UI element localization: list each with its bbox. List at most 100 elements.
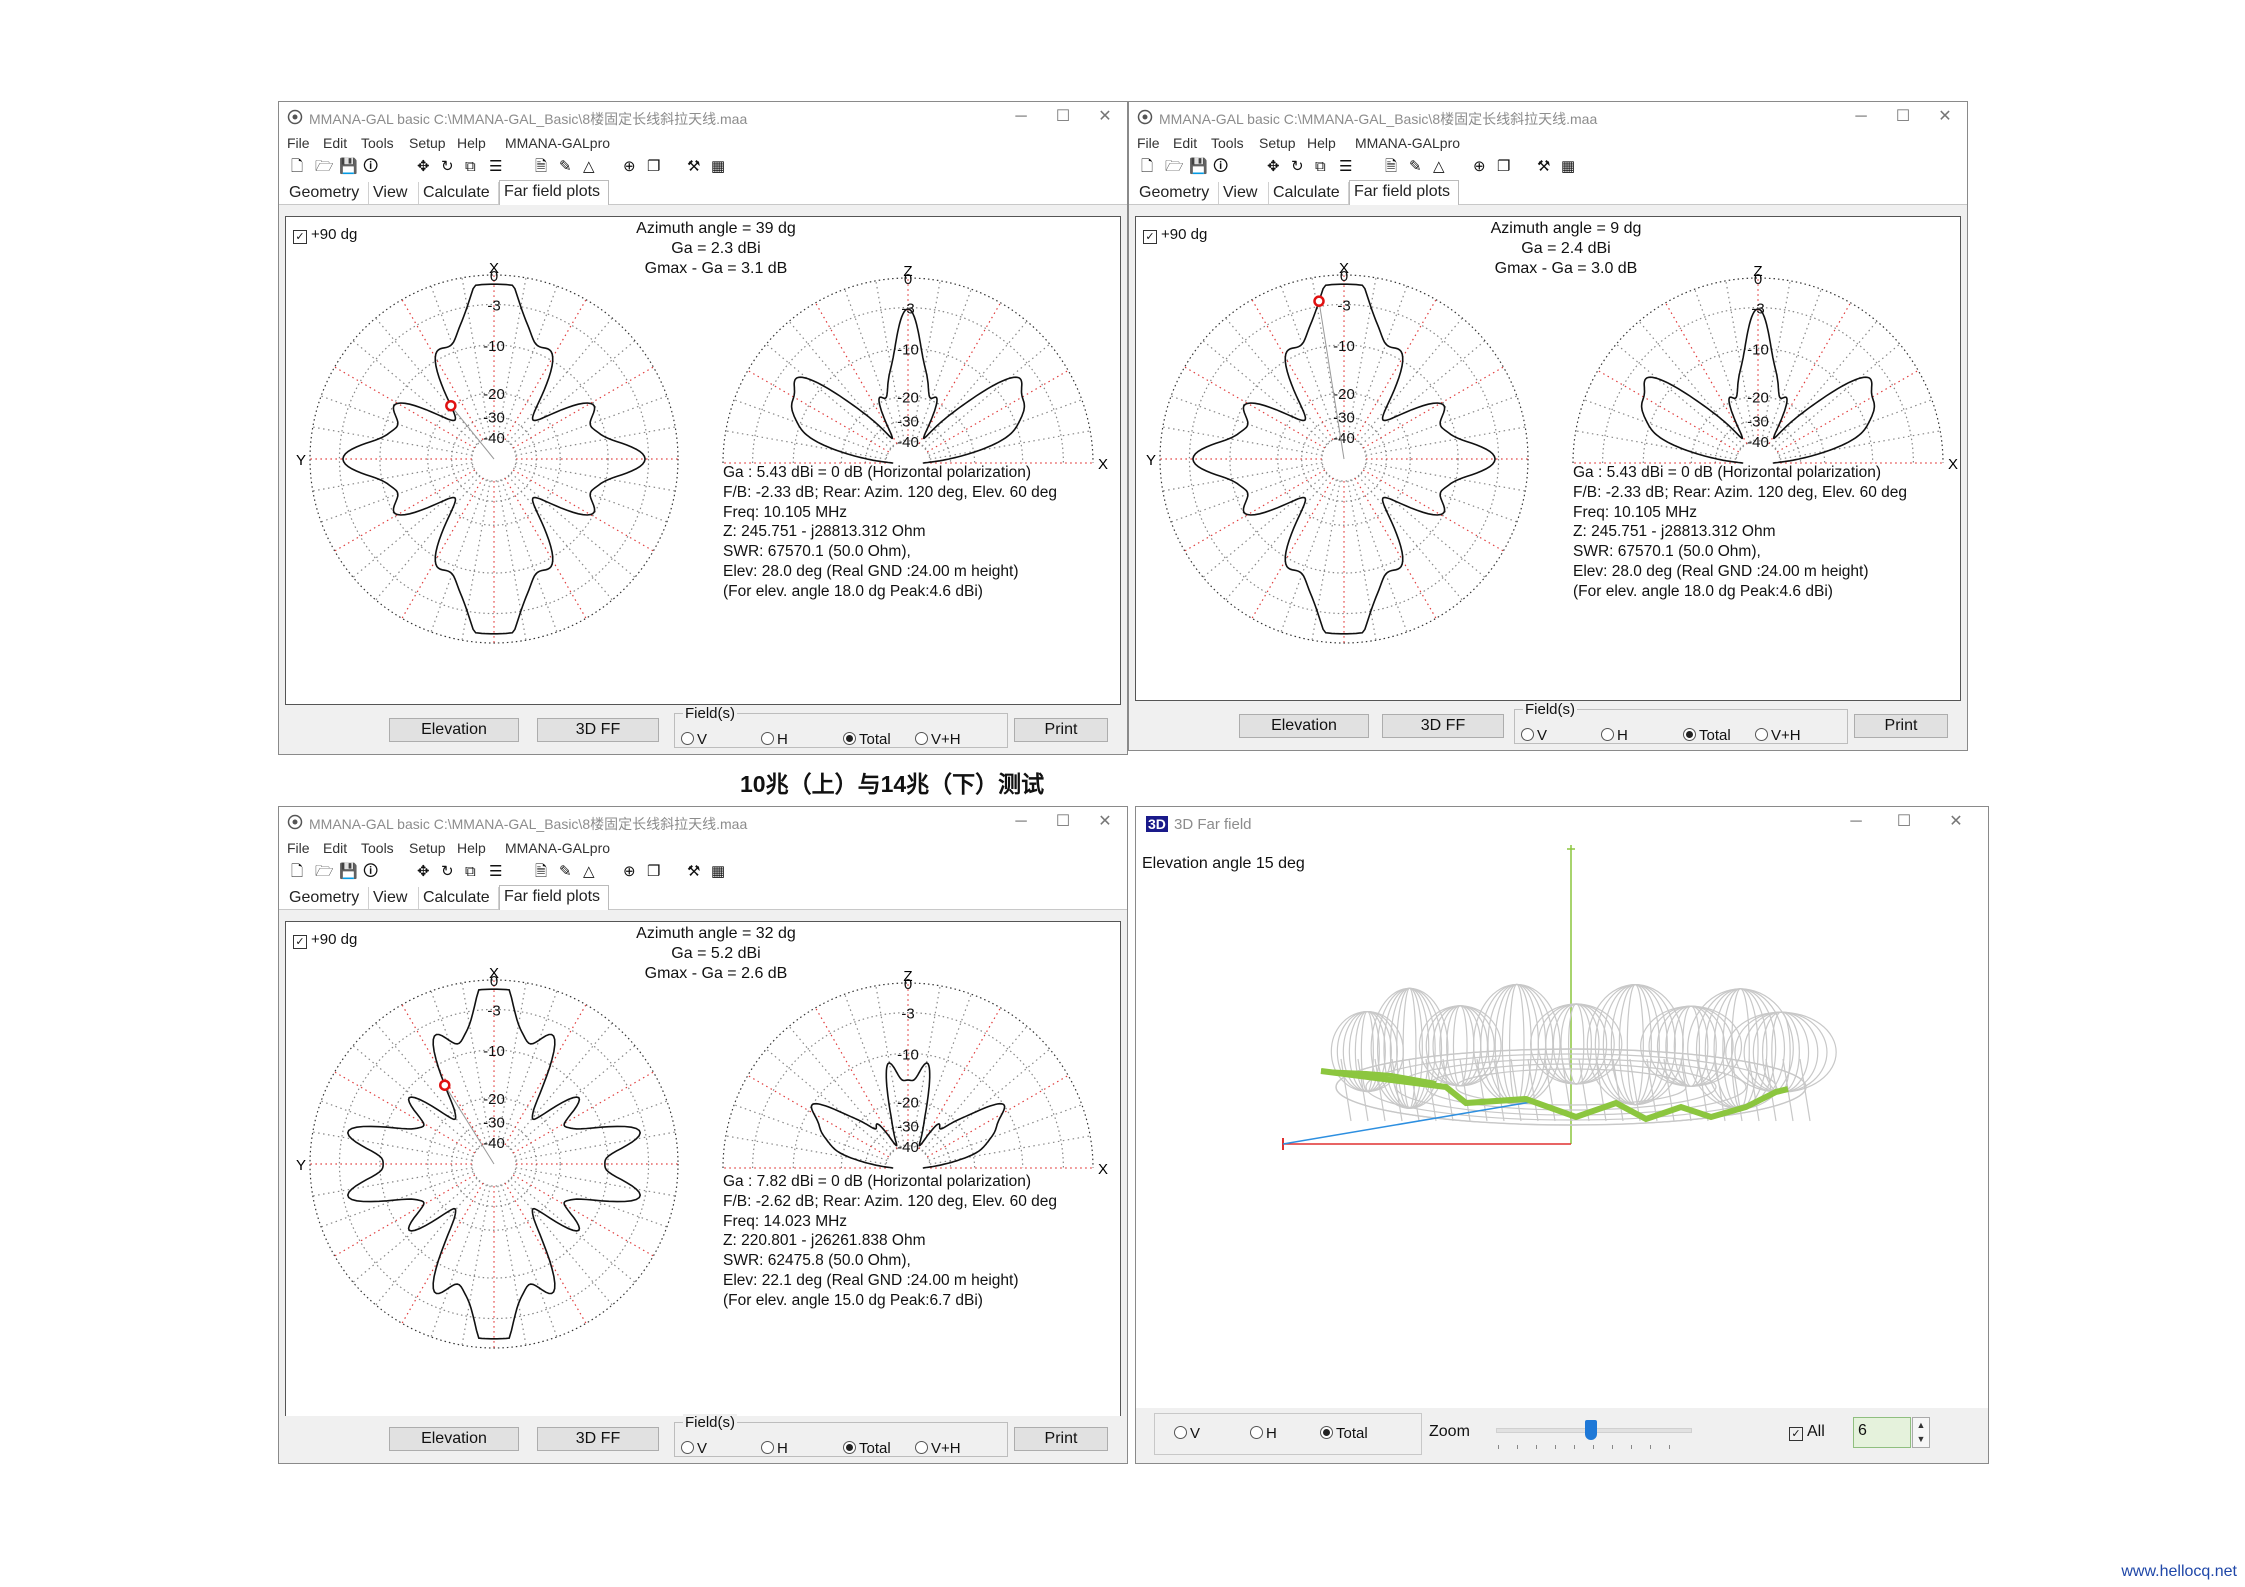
menu-tools[interactable]: Tools xyxy=(1211,135,1244,151)
calculator-icon[interactable]: ▦ xyxy=(1561,158,1576,175)
calculator-icon[interactable]: ▦ xyxy=(711,863,726,880)
close-button[interactable]: ✕ xyxy=(1949,813,1963,830)
tab-calculate[interactable]: Calculate xyxy=(1269,182,1349,204)
radio-v[interactable]: V xyxy=(681,731,707,748)
close-button[interactable]: ✕ xyxy=(1938,108,1952,125)
info-icon[interactable]: 🛈 xyxy=(1213,158,1229,175)
tools-icon[interactable]: ⚒ xyxy=(687,158,701,175)
maximize-button[interactable]: ☐ xyxy=(1055,108,1071,125)
document-icon[interactable]: 🗎 xyxy=(1385,158,1398,175)
wire-table-icon[interactable]: ☰ xyxy=(1339,158,1353,175)
print-button[interactable]: Print xyxy=(1014,1427,1108,1451)
minimize-button[interactable]: ─ xyxy=(1850,813,1862,830)
menu-tools[interactable]: Tools xyxy=(361,840,394,856)
rotate-icon[interactable]: ↻ xyxy=(1291,158,1304,175)
move-icon[interactable]: ✥ xyxy=(417,158,430,175)
print-button[interactable]: Print xyxy=(1014,718,1108,742)
copy-icon[interactable]: ⧉ xyxy=(465,158,476,175)
radio-v[interactable]: V xyxy=(681,1440,707,1457)
copy-icon[interactable]: ⧉ xyxy=(1315,158,1326,175)
duplicate-icon[interactable]: ❐ xyxy=(647,158,661,175)
azimuth-marker[interactable] xyxy=(445,399,457,412)
radio-total[interactable]: Total xyxy=(1683,727,1731,744)
move-icon[interactable]: ✥ xyxy=(1267,158,1280,175)
menu-setup[interactable]: Setup xyxy=(409,135,446,151)
menu-mmana-galpro[interactable]: MMANA-GALpro xyxy=(1355,135,1461,151)
radio-v-plus-h[interactable]: V+H xyxy=(1755,727,1801,744)
info-icon[interactable]: 🛈 xyxy=(363,863,379,880)
zoom-value-input[interactable]: 6 xyxy=(1853,1417,1911,1448)
edit-icon[interactable]: ✎ xyxy=(559,158,572,175)
azimuth-marker[interactable] xyxy=(439,1079,451,1091)
menu-setup[interactable]: Setup xyxy=(1259,135,1296,151)
azimuth-marker[interactable] xyxy=(1313,295,1325,307)
menu-help[interactable]: Help xyxy=(457,840,486,856)
open-folder-icon[interactable]: 🗁 xyxy=(315,158,334,175)
close-button[interactable]: ✕ xyxy=(1098,813,1112,830)
radio-v-plus-h[interactable]: V+H xyxy=(915,731,961,748)
3d-pattern-view[interactable] xyxy=(1136,807,1988,1407)
maximize-button[interactable]: ☐ xyxy=(1896,813,1912,830)
document-icon[interactable]: 🗎 xyxy=(535,863,548,880)
maximize-button[interactable]: ☐ xyxy=(1895,108,1911,125)
menu-edit[interactable]: Edit xyxy=(323,135,348,151)
menu-file[interactable]: File xyxy=(287,135,310,151)
move-icon[interactable]: ✥ xyxy=(417,863,430,880)
radio-total[interactable]: Total xyxy=(843,1440,891,1457)
new-file-icon[interactable]: 🗋 xyxy=(291,158,304,175)
edit-icon[interactable]: ✎ xyxy=(559,863,572,880)
triangle-icon[interactable]: △ xyxy=(583,863,595,880)
menu-mmana-galpro[interactable]: MMANA-GALpro xyxy=(505,135,611,151)
duplicate-icon[interactable]: ❐ xyxy=(647,863,661,880)
edit-icon[interactable]: ✎ xyxy=(1409,158,1422,175)
tab-far-field-plots[interactable]: Far field plots xyxy=(1349,180,1459,205)
plus90-checkbox[interactable]: ✓+90 dg xyxy=(293,226,357,244)
wire-table-icon[interactable]: ☰ xyxy=(489,863,503,880)
menu-setup[interactable]: Setup xyxy=(409,840,446,856)
zoom-slider[interactable] xyxy=(1494,1420,1694,1450)
calculator-icon[interactable]: ▦ xyxy=(711,158,726,175)
menu-file[interactable]: File xyxy=(1137,135,1160,151)
tab-geometry[interactable]: Geometry xyxy=(1135,182,1219,204)
radio-h[interactable]: H xyxy=(761,731,788,748)
print-button[interactable]: Print xyxy=(1854,714,1948,738)
target-icon[interactable]: ⊕ xyxy=(1473,158,1486,175)
menu-help[interactable]: Help xyxy=(457,135,486,151)
document-icon[interactable]: 🗎 xyxy=(535,158,548,175)
maximize-button[interactable]: ☐ xyxy=(1055,813,1071,830)
tab-far-field-plots[interactable]: Far field plots xyxy=(499,180,609,205)
target-icon[interactable]: ⊕ xyxy=(623,158,636,175)
radio-v-3d[interactable]: V xyxy=(1174,1425,1200,1442)
tab-geometry[interactable]: Geometry xyxy=(285,887,369,909)
radio-h[interactable]: H xyxy=(761,1440,788,1457)
triangle-icon[interactable]: △ xyxy=(583,158,595,175)
menu-edit[interactable]: Edit xyxy=(1173,135,1198,151)
rotate-icon[interactable]: ↻ xyxy=(441,863,454,880)
save-icon[interactable]: 💾 xyxy=(339,158,358,175)
plus90-checkbox[interactable]: ✓+90 dg xyxy=(293,931,357,949)
open-folder-icon[interactable]: 🗁 xyxy=(1165,158,1184,175)
save-icon[interactable]: 💾 xyxy=(1189,158,1208,175)
radio-h[interactable]: H xyxy=(1601,727,1628,744)
duplicate-icon[interactable]: ❐ xyxy=(1497,158,1511,175)
save-icon[interactable]: 💾 xyxy=(339,863,358,880)
tab-view[interactable]: View xyxy=(369,182,419,204)
tab-view[interactable]: View xyxy=(369,887,419,909)
minimize-button[interactable]: ─ xyxy=(1015,813,1027,830)
tab-far-field-plots[interactable]: Far field plots xyxy=(499,885,609,910)
radio-total[interactable]: Total xyxy=(843,731,891,748)
radio-v-plus-h[interactable]: V+H xyxy=(915,1440,961,1457)
all-checkbox[interactable]: ✓All xyxy=(1789,1423,1825,1441)
3d-ff-button[interactable]: 3D FF xyxy=(537,718,659,742)
elevation-button[interactable]: Elevation xyxy=(389,1427,519,1451)
menu-tools[interactable]: Tools xyxy=(361,135,394,151)
new-file-icon[interactable]: 🗋 xyxy=(291,863,304,880)
tab-view[interactable]: View xyxy=(1219,182,1269,204)
elevation-button[interactable]: Elevation xyxy=(389,718,519,742)
tab-geometry[interactable]: Geometry xyxy=(285,182,369,204)
new-file-icon[interactable]: 🗋 xyxy=(1141,158,1154,175)
menu-edit[interactable]: Edit xyxy=(323,840,348,856)
zoom-slider-thumb[interactable] xyxy=(1585,1420,1597,1440)
copy-icon[interactable]: ⧉ xyxy=(465,863,476,880)
radio-total-3d[interactable]: Total xyxy=(1320,1425,1368,1442)
